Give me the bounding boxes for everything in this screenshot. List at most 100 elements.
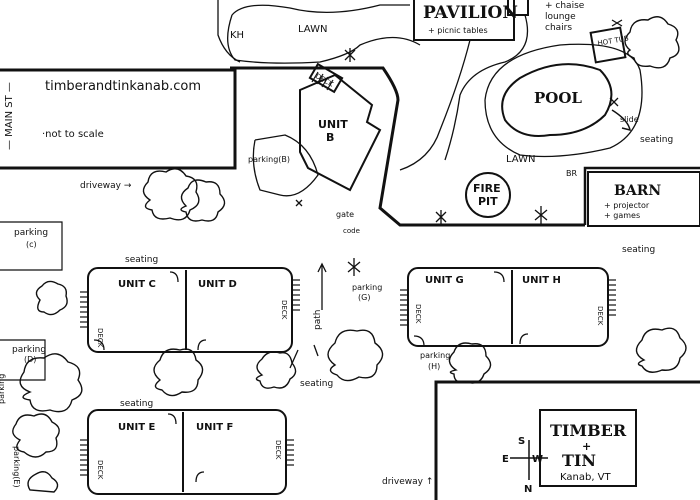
boundary-main [230,66,585,227]
parking-b-outline [252,134,319,197]
brand-location: Kanab, VT [560,472,612,483]
unit-gh-building [407,267,609,347]
parking-b-label: parking(B) [248,155,290,164]
parking-g-label-2: (G) [358,293,370,302]
parking-h-label-2: (H) [428,362,440,371]
unit-b-title-2: B [326,131,334,144]
path-label: path [313,310,323,330]
barn-sub-1: + projector [604,201,650,210]
unit-f-deck: DECK [274,440,282,460]
chaise-label-3: chairs [545,23,572,33]
parking-d-label-2: (D) [24,355,36,364]
compass-s: S [518,436,525,447]
gate-sub-label: code [343,227,360,235]
seating-label-2: seating [120,399,153,409]
unit-b-building [299,73,382,192]
parking-e-label: parking(E) [12,446,21,488]
hot-tub [589,26,627,64]
pavilion-sub-label: + picnic tables [428,26,488,35]
barn-label: BARN [614,183,661,199]
unit-h-deck: DECK [596,306,604,326]
lawn-mid-label: LAWN [506,154,535,165]
deck-e-stripes [80,439,88,476]
unit-c-title: UNIT C [118,279,156,290]
compass-e: E [502,454,509,465]
pavilion-building [413,0,515,41]
signature-mark: KH [230,30,244,41]
unit-e-title: UNIT E [118,422,156,433]
unit-h-title: UNIT H [522,275,561,286]
street-label: — MAIN ST — [4,82,15,150]
parking-c-box [0,221,63,271]
brand-box [539,409,637,487]
tree-icon [153,348,204,397]
barn-building [587,171,700,227]
lawn-top-label: LAWN [298,24,327,35]
brand-line-1: TIMBER [550,421,627,440]
unit-b-deck [308,62,344,94]
scale-note: ·not to scale [42,129,104,140]
boundary-left-inner [0,70,237,170]
deck-stripes [80,71,616,476]
gate-label: gate [336,210,354,219]
brand-line-3: TIN [562,451,596,470]
deck-h-stripes [608,279,616,316]
parking-h-label-1: parking [420,351,450,360]
lawn-top-outline [227,4,421,64]
parking-d-box [0,339,46,381]
deck-c-stripes [80,291,88,328]
unit-c-deck: DECK [96,328,104,348]
parking-c-label-1: parking [14,228,48,238]
tree-icon [12,413,60,458]
brand-line-2: + [582,440,591,453]
seating-label-4: seating [622,245,655,255]
br-label: BR [566,169,577,178]
tree-icon [255,351,297,389]
boundary-barn [583,166,700,225]
parking-g-label-1: parking [352,283,382,292]
website-text: timberandtinkanab.com [45,79,201,94]
driveway-top-label: driveway → [80,181,132,191]
deck-b-stripes [311,71,334,91]
chaise-label-1: + chaise [545,1,585,11]
barn-sub-2: + games [604,211,640,220]
fire-pit [465,172,511,218]
compass-w: W [532,454,543,465]
tree-icon [327,329,384,382]
pavilion-label: PAVILION [423,3,518,23]
chaise-label-2: lounge [545,12,576,22]
compass-n: N [524,484,532,495]
unit-g-title: UNIT G [425,275,464,286]
driveway-bottom-label: driveway ↑ [382,477,433,487]
tree-icon [27,471,59,493]
parking-f-label: parking [0,374,6,404]
fire-pit-label-1: FIRE [473,182,501,195]
pool-label: POOL [534,89,582,107]
fire-pit-label-2: PIT [478,195,498,208]
slide-label: slide [620,115,639,124]
tree-icon [19,353,83,413]
tree-icon [448,342,492,384]
boundary-bottom-right [434,380,700,500]
deck-g-stripes [400,289,408,326]
seating-label-5: seating [640,135,673,145]
plants [295,19,623,276]
tree-icon [180,179,226,222]
unit-e-deck: DECK [96,460,104,480]
pool-slide [611,109,631,132]
unit-g-deck: DECK [414,304,422,324]
tree-icon [142,168,200,221]
hot-tub-label: HOT TUB [597,34,630,47]
unit-ef-building [87,409,287,495]
pool-outline [501,63,613,137]
deck-f-stripes [286,439,294,466]
deck-d-stripes [292,279,300,311]
unit-d-deck: DECK [280,300,288,320]
seating-label-1: seating [125,255,158,265]
seating-label-3: seating [300,379,333,389]
trees [12,16,687,493]
tree-icon [624,16,680,69]
unit-d-title: UNIT D [198,279,237,290]
